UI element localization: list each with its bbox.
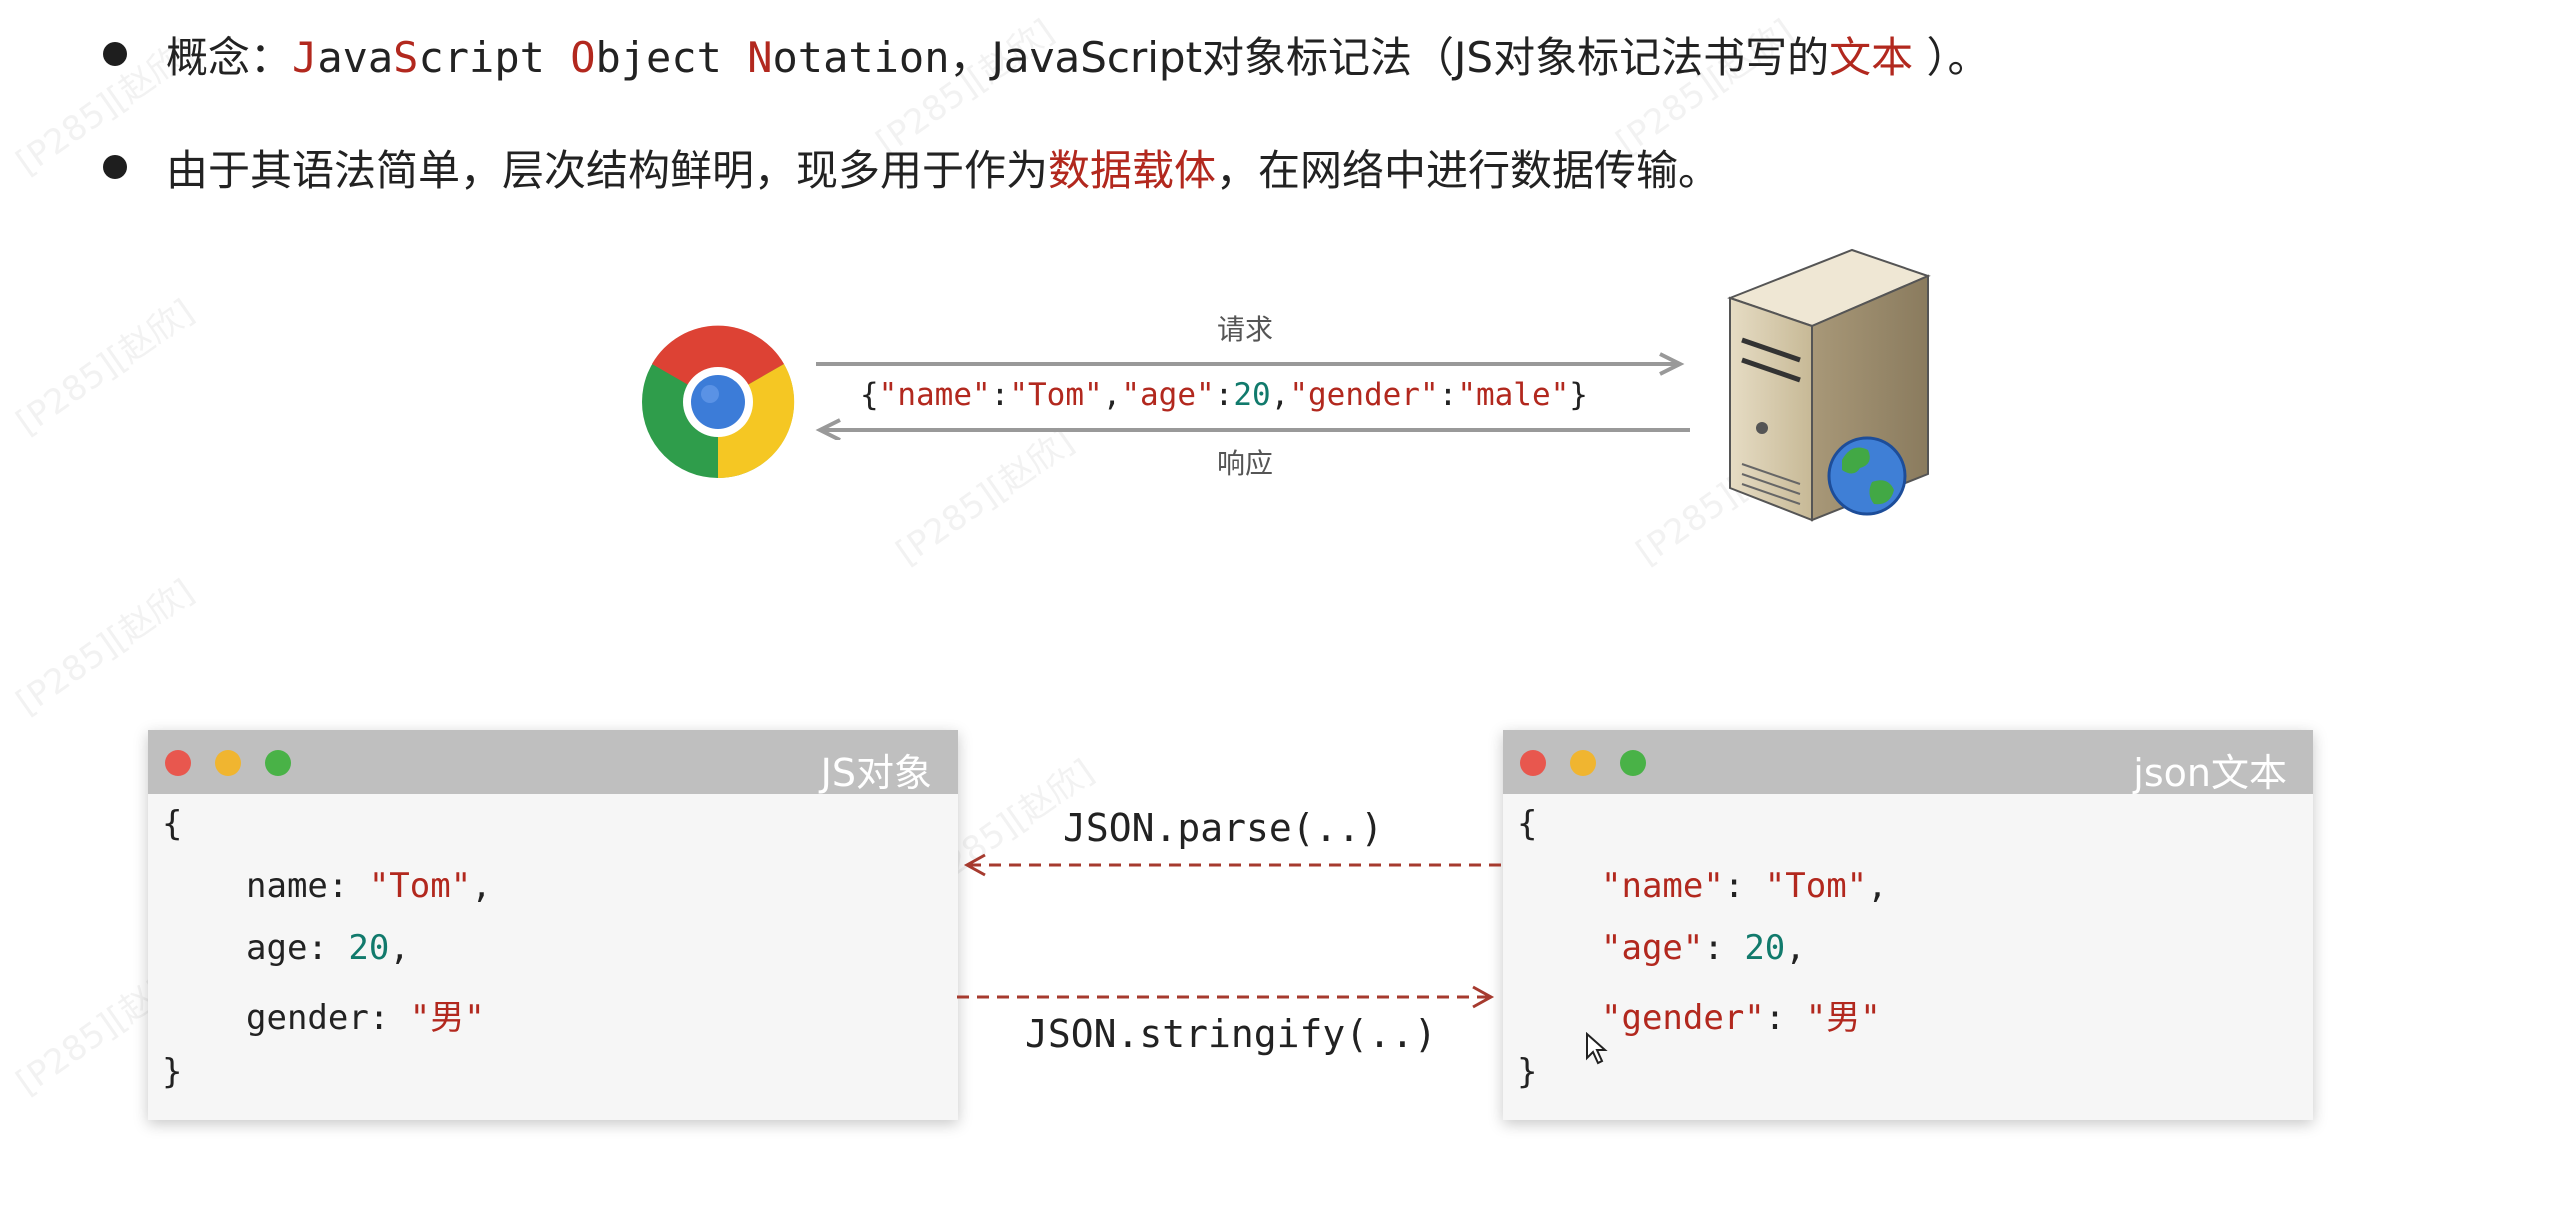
code-value: "Tom" — [368, 866, 472, 906]
concept-term: JavaScript Object Notation — [292, 33, 950, 82]
concept-highlight: 文本 — [1829, 33, 1914, 82]
usage-highlight: 数据载体 — [1048, 146, 1217, 195]
mouse-cursor-icon — [1586, 1032, 1608, 1065]
json-key: "age" — [1121, 377, 1215, 413]
bullet-dot — [103, 42, 127, 66]
request-response-arrows — [815, 352, 1690, 440]
code-key: "name" — [1601, 866, 1724, 906]
maximize-dot-icon[interactable] — [265, 750, 291, 776]
window-titlebar: json文本 — [1503, 730, 2313, 795]
code-brace-close: } — [162, 1052, 183, 1092]
code-line-age: "age": 20, — [1601, 928, 1806, 968]
conversion-arrows — [957, 853, 1503, 1009]
json-number: 20 — [1233, 377, 1271, 413]
json-colon: : — [990, 377, 1010, 413]
code-line-gender: "gender": "男" — [1601, 990, 1881, 1039]
maximize-dot-icon[interactable] — [1620, 750, 1646, 776]
term-part: ava — [317, 33, 394, 82]
code-value: "男" — [409, 998, 485, 1038]
chrome-browser-icon — [642, 325, 795, 479]
code-line-age: age: 20, — [246, 928, 410, 968]
close-dot-icon[interactable] — [1520, 750, 1546, 776]
json-stringify-label: JSON.stringify(..) — [1025, 1012, 1437, 1056]
json-parse-label: JSON.parse(..) — [1063, 806, 1384, 850]
code-key: "gender" — [1601, 998, 1765, 1038]
code-line-name: name: "Tom", — [246, 866, 492, 906]
js-object-window: JS对象 { name: "Tom", age: 20, gender: "男"… — [148, 730, 958, 1120]
usage-line: 由于其语法简单，层次结构鲜明，现多用于作为数据载体，在网络中进行数据传输。 — [166, 137, 1720, 198]
request-label: 请求 — [1217, 313, 1274, 346]
code-key: name: — [246, 866, 369, 906]
term-letter-o: O — [570, 33, 596, 82]
term-part: bject — [595, 33, 748, 82]
code-brace-close: } — [1517, 1052, 1538, 1092]
json-comma: , — [1270, 377, 1290, 413]
code-value: "Tom" — [1764, 866, 1868, 906]
concept-description: ，JavaScript对象标记法（JS对象标记法书写的 — [949, 33, 1830, 82]
code-number: 20 — [348, 928, 390, 968]
json-brace: { — [860, 377, 879, 413]
window-titlebar: JS对象 — [148, 730, 958, 795]
json-comma: , — [1102, 377, 1122, 413]
json-payload: {"name":"Tom","age":20,"gender":"male"} — [860, 377, 1588, 413]
bullet-dot — [103, 155, 127, 179]
minimize-dot-icon[interactable] — [215, 750, 241, 776]
json-colon: : — [1438, 377, 1458, 413]
code-colon: : — [1703, 928, 1745, 968]
code-colon: : — [1764, 998, 1806, 1038]
term-part: otation — [772, 33, 950, 82]
code-colon: : — [1723, 866, 1765, 906]
usage-end: ，在网络中进行数据传输。 — [1216, 146, 1721, 195]
code-key: "age" — [1601, 928, 1704, 968]
response-label: 响应 — [1217, 447, 1274, 480]
window-title: JS对象 — [820, 751, 932, 795]
json-colon: : — [1214, 377, 1234, 413]
code-comma: , — [471, 866, 492, 906]
close-dot-icon[interactable] — [165, 750, 191, 776]
concept-line: 概念：JavaScript Object Notation，JavaScript… — [166, 24, 1989, 85]
code-brace-open: { — [162, 804, 183, 844]
code-key: gender: — [246, 998, 410, 1038]
watermark: [P285][赵欣] — [9, 571, 202, 723]
server-icon — [1727, 248, 1931, 522]
code-line-name: "name": "Tom", — [1601, 866, 1888, 906]
json-key: "name" — [878, 377, 991, 413]
term-letter-j: J — [292, 33, 318, 82]
term-letter-s: S — [393, 33, 419, 82]
json-brace: } — [1569, 377, 1588, 413]
json-text-window: json文本 { "name": "Tom", "age": 20, "gend… — [1503, 730, 2313, 1120]
code-comma: , — [1785, 928, 1806, 968]
code-number: 20 — [1744, 928, 1786, 968]
json-value: "male" — [1457, 377, 1570, 413]
window-title: json文本 — [2133, 751, 2287, 795]
watermark: [P285][赵欣] — [9, 291, 202, 443]
concept-label: 概念： — [166, 33, 293, 82]
code-key: age: — [246, 928, 349, 968]
code-comma: , — [1867, 866, 1888, 906]
code-brace-open: { — [1517, 804, 1538, 844]
usage-text: 由于其语法简单，层次结构鲜明，现多用于作为 — [166, 146, 1049, 195]
json-value: "Tom" — [1009, 377, 1103, 413]
code-comma: , — [389, 928, 410, 968]
term-part: cript — [418, 33, 571, 82]
minimize-dot-icon[interactable] — [1570, 750, 1596, 776]
json-key: "gender" — [1289, 377, 1439, 413]
code-value: "男" — [1805, 998, 1881, 1038]
concept-end: ）。 — [1913, 33, 1990, 82]
term-letter-n: N — [747, 33, 773, 82]
code-line-gender: gender: "男" — [246, 990, 485, 1039]
